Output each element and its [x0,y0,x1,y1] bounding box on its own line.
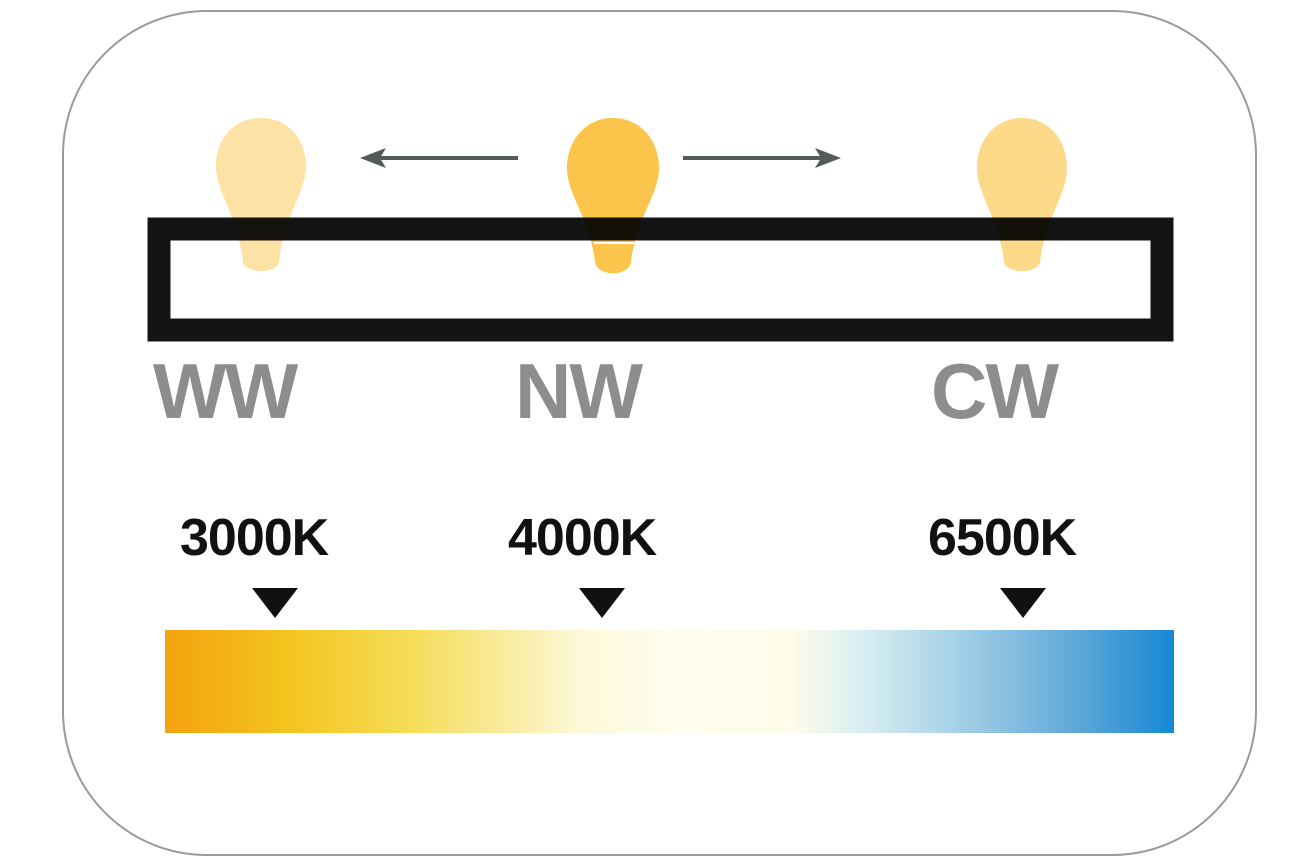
bulb-icon-nw [567,118,659,274]
kelvin-label-3000: 3000K [180,509,329,567]
triangle-pointer-icon-3000 [252,588,298,618]
right-arrow-icon [683,148,841,168]
color-temperature-gradient [165,630,1174,733]
kelvin-label-4000: 4000K [508,509,657,567]
left-arrow-icon [360,148,518,168]
triangle-pointer-icon-6500 [1000,588,1046,618]
kelvin-label-6500: 6500K [928,509,1077,567]
bulb-icon-ww [216,118,306,271]
mode-label-nw: NW [515,347,643,435]
triangle-pointer-icon-4000 [579,588,625,618]
fixture-frame [147,217,1174,342]
mode-label-ww: WW [153,347,298,435]
bulb-icon-cw [977,118,1067,271]
mode-label-cw: CW [931,347,1059,435]
